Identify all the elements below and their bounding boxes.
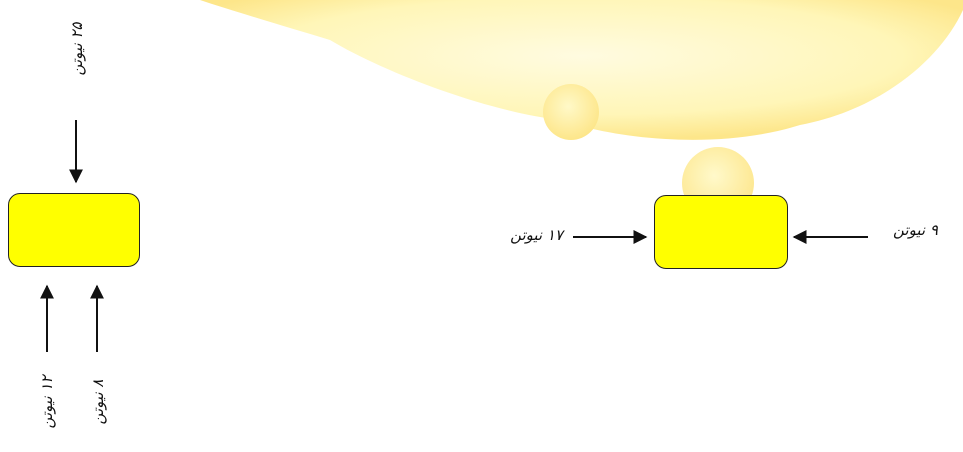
thought-bubble-large	[543, 84, 599, 140]
top-force-label: ۲۵ نیوتن	[68, 22, 86, 76]
thought-cloud	[200, 0, 963, 140]
right-yellow-box	[654, 195, 788, 269]
left-force-label: ۱۷ نیوتن	[510, 226, 563, 244]
right-force-label: ۹ نیوتن	[893, 221, 938, 239]
bottom-right-force-label: ۸ نیوتن	[89, 379, 107, 425]
left-yellow-box	[8, 193, 140, 267]
bottom-left-force-label: ۱۲ نیوتن	[38, 375, 56, 429]
